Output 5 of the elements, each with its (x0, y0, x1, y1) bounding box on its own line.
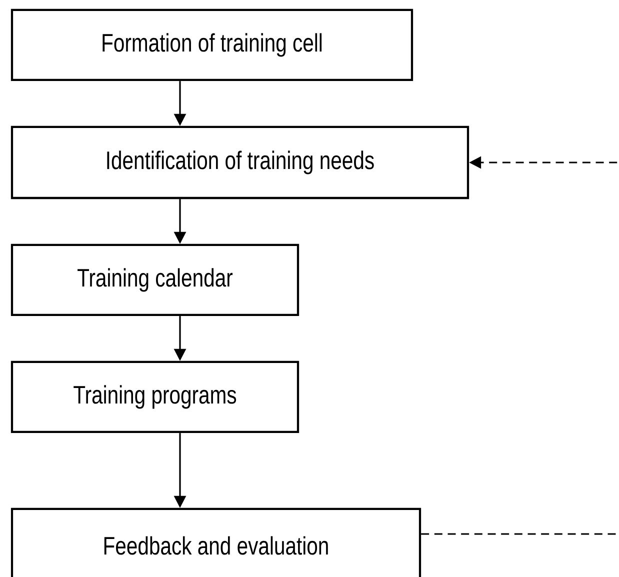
process-box: Training programs (10, 360, 300, 434)
process-box: Formation of training cell (10, 8, 414, 82)
process-box: Identification of training needs (10, 126, 470, 200)
process-box: Training calendar (10, 244, 300, 316)
process-box: Feedback and evaluation (10, 508, 422, 577)
